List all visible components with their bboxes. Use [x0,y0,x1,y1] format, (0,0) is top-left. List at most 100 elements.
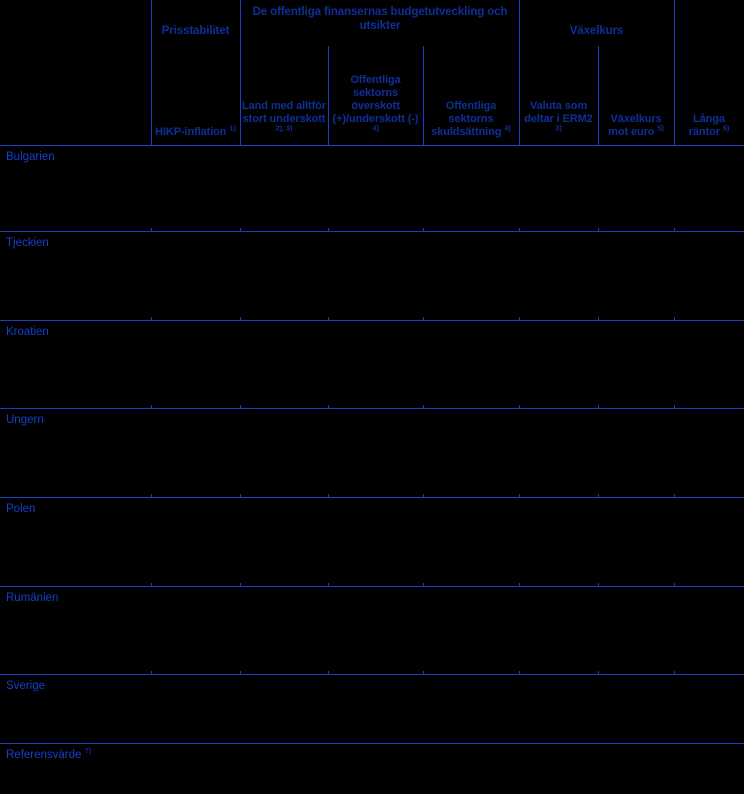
column-tick [674,494,675,497]
column-tick [240,494,241,497]
footnote-marker-erm2: 3) [555,123,562,133]
cell [674,409,744,497]
column-tick [674,671,675,674]
cell [240,587,328,674]
cell [240,146,328,231]
cell [598,498,674,586]
column-tick [240,405,241,408]
cell [519,675,598,743]
row-rule [0,497,744,498]
row-label-rumanien: Rumänien [6,592,59,604]
row-label-kroatien: Kroatien [6,326,49,338]
column-title-erm2-participation: Valuta som deltar i ERM2 3) [521,100,596,139]
cell [519,587,598,674]
cell [328,321,423,408]
row-label-bulgarien: Bulgarien [6,151,55,163]
column-tick [151,405,152,408]
column-tick [328,583,329,586]
header-rule-col1 [151,0,152,145]
footnote-marker-exchange-rate-vs-euro: 5) [657,123,664,133]
row-rule [0,743,744,744]
column-tick [598,494,599,497]
cell [240,675,328,743]
cell [151,409,240,497]
column-tick [598,317,599,320]
footnote-marker-surplus-deficit: 4) [372,123,379,133]
column-tick [598,228,599,231]
column-tick [328,494,329,497]
column-label-hicp: HIKP-inflation [155,126,227,139]
row-rule [0,231,744,232]
cell [328,232,423,320]
column-label-erm2: Valuta som deltar i ERM2 [524,100,593,126]
column-tick [151,228,152,231]
column-tick [423,583,424,586]
column-tick [674,228,675,231]
cell [519,744,598,794]
group-title-price-stability: Prisstabilitet [161,25,230,37]
cell [240,498,328,586]
column-tick [598,671,599,674]
cell [240,321,328,408]
cell [151,498,240,586]
table-row: Rumänien [0,587,744,674]
table-row: Kroatien [0,321,744,408]
footnote-marker-excessive-deficit: 2), 3) [275,123,293,133]
row-label-referensvarde-text: Referensvärde [6,749,82,761]
row-label-sverige: Sverige [6,680,45,692]
column-label-government-debt: Offentliga sektorns skuldsättning [431,100,502,139]
cell [519,409,598,497]
footnote-marker-long-term-rates: 6) [722,123,730,133]
row-rule-header [0,145,744,146]
column-tick [519,671,520,674]
cell [598,587,674,674]
column-title-exchange-rate-vs-euro: Växelkurs mot euro 5) [600,113,672,139]
cell [674,321,744,408]
table-row: Ungern [0,409,744,497]
header-rule-col6 [598,46,599,145]
column-tick [240,228,241,231]
cell [151,321,240,408]
cell [423,675,519,743]
column-tick [423,317,424,320]
cell [328,498,423,586]
column-tick [519,583,520,586]
column-tick [240,671,241,674]
column-label-surplus-deficit: Offentliga sektorns överskott (+)/unders… [332,74,419,126]
column-tick [328,671,329,674]
table-row: Polen [0,498,744,586]
header-rule-col2 [240,0,241,145]
column-title-surplus-deficit: Offentliga sektorns överskott (+)/unders… [330,74,421,139]
cell [519,498,598,586]
column-tick [674,405,675,408]
column-tick [328,228,329,231]
group-title-fiscal: De offentliga finansernas budgetutveckli… [252,6,508,32]
footnote-marker-hicp: 1) [229,123,236,133]
column-tick [598,405,599,408]
row-label-polen: Polen [6,503,36,515]
row-label-ungern: Ungern [6,414,44,426]
cell [423,409,519,497]
table-row: Sverige [0,675,744,743]
column-tick [519,228,520,231]
column-tick [240,583,241,586]
column-tick [328,317,329,320]
cell [598,744,674,794]
column-tick [674,317,675,320]
cell [151,744,240,794]
column-tick [423,228,424,231]
column-tick [151,671,152,674]
cell [423,146,519,231]
column-title-excessive-deficit: Land med alltför stort underskott 2), 3) [242,100,326,139]
cell [598,675,674,743]
cell [598,146,674,231]
header-rule-col5 [519,0,520,145]
cell [423,744,519,794]
cell [328,146,423,231]
cell [328,587,423,674]
column-tick [151,583,152,586]
row-label-tjeckien: Tjeckien [6,237,49,249]
cell [519,232,598,320]
column-tick [151,494,152,497]
table-row: Tjeckien [0,232,744,320]
